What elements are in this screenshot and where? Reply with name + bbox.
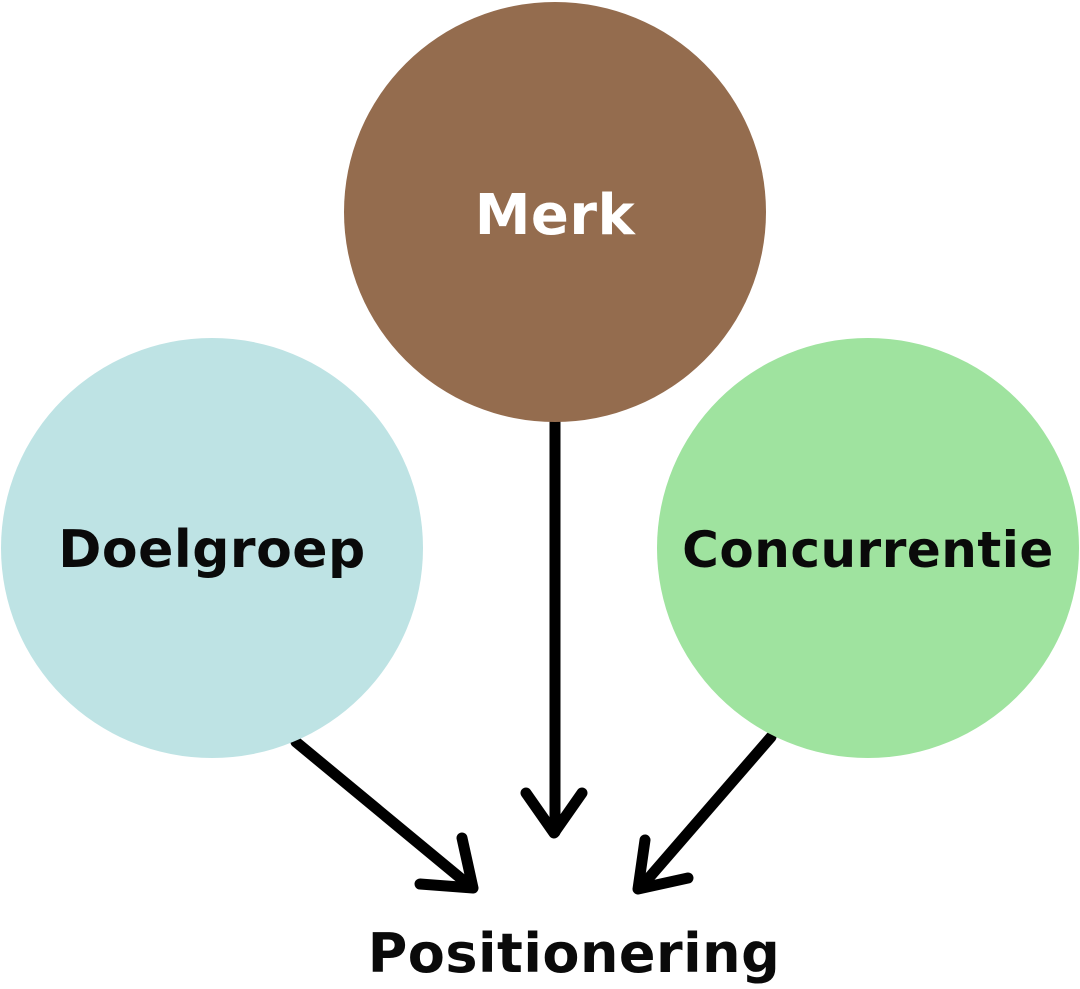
arrow-doelgroep-to-positionering (290, 736, 479, 894)
arrow-concurrentie-to-positionering (632, 731, 777, 895)
concurrentie-node: Concurrentie (657, 338, 1079, 758)
doelgroep-node: Doelgroep (1, 338, 423, 758)
positionering-label: Positionering (367, 922, 781, 985)
concurrentie-label: Concurrentie (682, 521, 1054, 579)
arrow-merk-to-positionering (520, 414, 588, 839)
merk-node: Merk (344, 2, 766, 422)
doelgroep-label: Doelgroep (58, 520, 366, 580)
merk-label: Merk (474, 182, 636, 248)
